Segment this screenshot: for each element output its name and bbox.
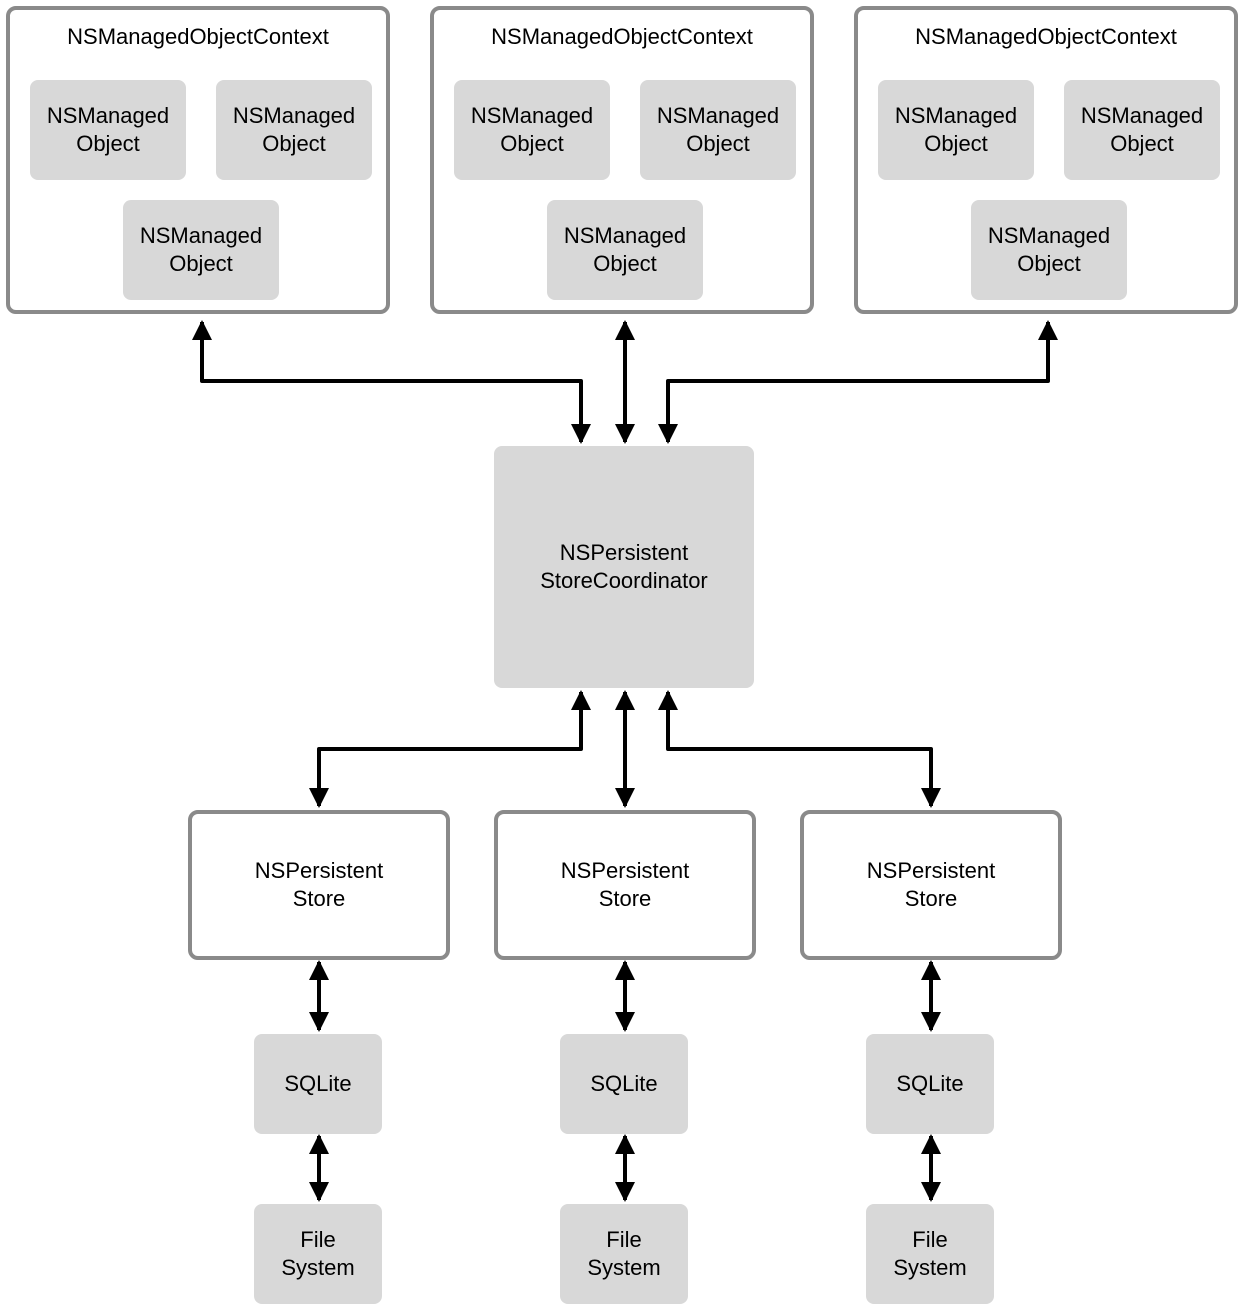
arrow-coordinator-store1 xyxy=(309,690,591,808)
managed-object-label-line1: NSManaged xyxy=(987,223,1111,248)
file-system-label-line2: System xyxy=(587,1255,661,1280)
store-label-line1: NSPersistent xyxy=(560,858,690,883)
managed-object-label-line2: Object xyxy=(686,131,750,156)
managed-object-label-line1: NSManaged xyxy=(894,103,1018,128)
file-system-label-line1: File xyxy=(606,1227,642,1252)
sqlite-box-2: SQLite xyxy=(560,1034,688,1134)
store-label-line1: NSPersistent xyxy=(866,858,996,883)
sqlite-box-3: SQLite xyxy=(866,1034,994,1134)
arrow-context1-coordinator xyxy=(192,320,591,444)
file-system-label-line1: File xyxy=(300,1227,336,1252)
managed-object-label-line2: Object xyxy=(924,131,988,156)
context-title: NSManagedObjectContext xyxy=(67,24,329,49)
arrow-coordinator-store3 xyxy=(658,690,941,808)
coordinator-label-line1: NSPersistent xyxy=(559,540,689,565)
managed-object-label-line2: Object xyxy=(76,131,140,156)
store-label-line2: Store xyxy=(292,886,346,911)
coordinator-label-line2: StoreCoordinator xyxy=(540,568,708,593)
managed-object-label-line1: NSManaged xyxy=(656,103,780,128)
managed-object-label-line1: NSManaged xyxy=(46,103,170,128)
managed-object-label-line1: NSManaged xyxy=(563,223,687,248)
sqlite-label: SQLite xyxy=(896,1071,964,1096)
sqlite-label: SQLite xyxy=(284,1071,352,1096)
file-system-label-line2: System xyxy=(281,1255,355,1280)
managed-object-label-line2: Object xyxy=(1017,251,1081,276)
store-label-line2: Store xyxy=(598,886,652,911)
sqlite-box-1: SQLite xyxy=(254,1034,382,1134)
arrow-context3-coordinator xyxy=(658,320,1058,444)
store-label-line2: Store xyxy=(904,886,958,911)
managed-object-label-line2: Object xyxy=(500,131,564,156)
file-system-label-line1: File xyxy=(912,1227,948,1252)
managed-object-label-line1: NSManaged xyxy=(232,103,356,128)
sqlite-label: SQLite xyxy=(590,1071,658,1096)
managed-object-label-line2: Object xyxy=(593,251,657,276)
managed-object-label-line1: NSManaged xyxy=(470,103,594,128)
file-system-label-line2: System xyxy=(893,1255,967,1280)
managed-object-label-line2: Object xyxy=(262,131,326,156)
context-title: NSManagedObjectContext xyxy=(915,24,1177,49)
managed-object-label-line1: NSManaged xyxy=(1080,103,1204,128)
context-title: NSManagedObjectContext xyxy=(491,24,753,49)
store-label-line1: NSPersistent xyxy=(254,858,384,883)
managed-object-label-line2: Object xyxy=(169,251,233,276)
managed-object-label-line2: Object xyxy=(1110,131,1174,156)
managed-object-label-line1: NSManaged xyxy=(139,223,263,248)
